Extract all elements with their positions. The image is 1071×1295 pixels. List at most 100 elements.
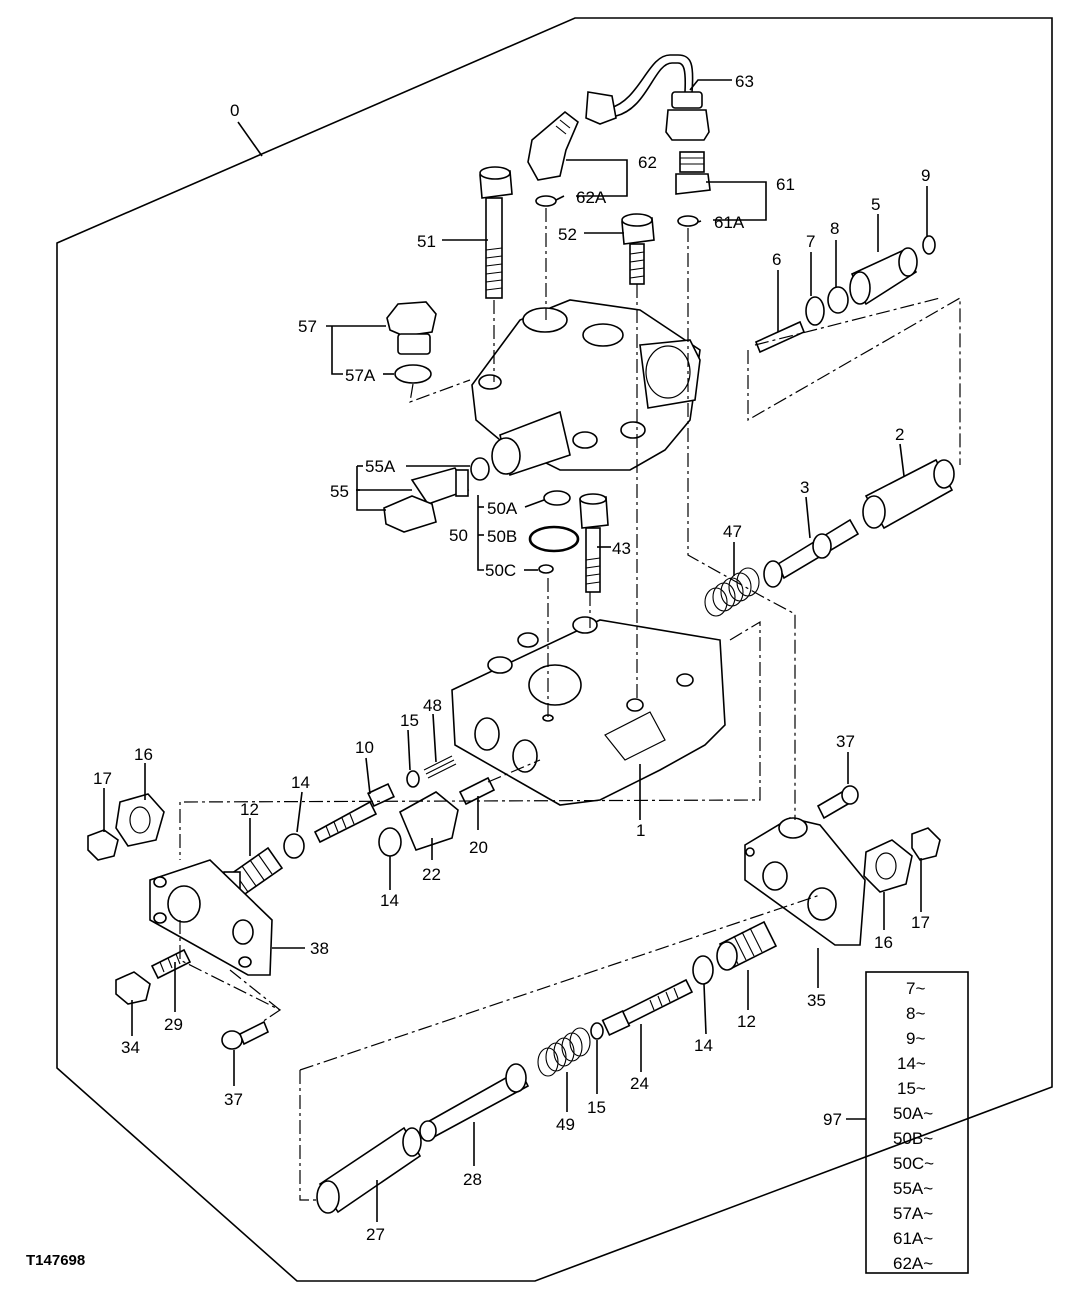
o-ring-50a	[543, 490, 571, 506]
callout-label: 15	[400, 711, 419, 730]
o-ring-7	[805, 296, 825, 326]
callout-label: 35	[807, 991, 826, 1010]
callout-label: 50	[449, 526, 468, 545]
callout-label: 2	[895, 425, 904, 444]
kit-list-box	[865, 971, 969, 1274]
callout-label: 50B	[487, 527, 517, 546]
callout-label: 12	[240, 800, 259, 819]
spool-3	[763, 518, 860, 588]
callout-label: 97	[823, 1110, 842, 1129]
callout-label: 24	[630, 1074, 649, 1093]
bolt-51	[479, 166, 513, 299]
callout-label: 17	[911, 913, 930, 932]
nut-16-right	[863, 839, 913, 893]
plug-57	[386, 301, 437, 384]
o-ring-14-right	[692, 955, 714, 985]
end-plate-38	[149, 859, 273, 976]
callout-label: 14	[291, 773, 310, 792]
ring-8	[827, 286, 849, 314]
callout-label: 61A	[714, 213, 745, 232]
kit-list-item: 7~	[906, 979, 925, 998]
needle-24	[601, 978, 694, 1036]
kit-list-item: 14~	[897, 1054, 926, 1073]
kit-list-item: 50B~	[893, 1129, 933, 1148]
callout-label: 27	[366, 1225, 385, 1244]
callout-label: 22	[422, 865, 441, 884]
callout-labels: 0 63 62 62A 61 61A 9 5 8 7 6 51 52 57 57…	[93, 72, 930, 1244]
callout-label: 14	[694, 1036, 713, 1055]
callout-label: 48	[423, 696, 442, 715]
callout-label: 51	[417, 232, 436, 251]
bolt-37-right	[816, 785, 859, 820]
o-ring-15-lower	[590, 1022, 604, 1040]
kit-list: 7~ 8~ 9~ 14~ 15~ 50A~ 50B~ 50C~ 55A~ 57A…	[893, 979, 934, 1273]
callout-label: 15	[587, 1098, 606, 1117]
sleeve-27	[316, 1126, 422, 1214]
kit-list-item: 61A~	[893, 1229, 933, 1248]
callout-label: 49	[556, 1115, 575, 1134]
callout-label: 47	[723, 522, 742, 541]
callout-label: 52	[558, 225, 577, 244]
kit-list-item: 50C~	[893, 1154, 934, 1173]
callout-label: 57	[298, 317, 317, 336]
callout-label: 8	[830, 219, 839, 238]
pin-20	[458, 776, 496, 806]
bolt-43	[579, 493, 609, 593]
spring-47	[704, 567, 760, 617]
callout-label: 62	[638, 153, 657, 172]
callout-label: 0	[230, 101, 239, 120]
callout-label: 12	[737, 1012, 756, 1031]
callout-label: 55	[330, 482, 349, 501]
callout-label: 20	[469, 838, 488, 857]
kit-list-item: 50A~	[893, 1104, 933, 1123]
nut-16-left	[115, 793, 165, 847]
callout-label: 10	[355, 738, 374, 757]
callout-label: 34	[121, 1038, 140, 1057]
figure-reference: T147698	[26, 1252, 85, 1269]
o-ring-14-lower	[378, 827, 402, 857]
o-ring-50c	[538, 564, 554, 574]
kit-list-item: 55A~	[893, 1179, 933, 1198]
bolt-37-left	[221, 1020, 270, 1050]
callout-label: 28	[463, 1170, 482, 1189]
fitting-61	[675, 151, 711, 227]
callout-label: 16	[874, 933, 893, 952]
callout-label: 17	[93, 769, 112, 788]
callout-label: 61	[776, 175, 795, 194]
callout-label: 7	[806, 232, 815, 251]
screw-29	[150, 948, 192, 980]
callout-label: 1	[636, 821, 645, 840]
spring-49	[537, 1027, 591, 1077]
sleeve-2	[862, 458, 955, 530]
assembly-boundary	[56, 17, 1053, 1282]
callout-label: 50A	[487, 499, 518, 518]
callout-label: 3	[800, 478, 809, 497]
callout-label: 63	[735, 72, 754, 91]
nut-17-right	[911, 827, 941, 861]
o-ring-9	[922, 235, 936, 255]
cover-housing	[471, 299, 701, 477]
callout-label: 38	[310, 939, 329, 958]
callout-label: 50C	[485, 561, 516, 580]
callout-label: 43	[612, 539, 631, 558]
spool-5	[849, 247, 918, 306]
elbow-fitting-62	[527, 110, 579, 207]
o-ring-15-upper	[406, 770, 420, 788]
spool-28	[419, 1063, 530, 1142]
callout-label: 6	[772, 250, 781, 269]
callout-label: 62A	[576, 188, 607, 207]
callout-label: 37	[224, 1090, 243, 1109]
kit-list-item: 62A~	[893, 1254, 933, 1273]
callout-label: 5	[871, 195, 880, 214]
callout-label: 55A	[365, 457, 396, 476]
pipe-63	[585, 54, 710, 141]
nut-34	[115, 971, 151, 1005]
kit-list-item: 57A~	[893, 1204, 933, 1223]
sensor-55	[383, 457, 490, 533]
callout-label: 57A	[345, 366, 376, 385]
bolt-52	[621, 213, 655, 285]
o-ring-50b	[528, 525, 580, 553]
leader-lines	[103, 79, 928, 1222]
callout-label: 14	[380, 891, 399, 910]
